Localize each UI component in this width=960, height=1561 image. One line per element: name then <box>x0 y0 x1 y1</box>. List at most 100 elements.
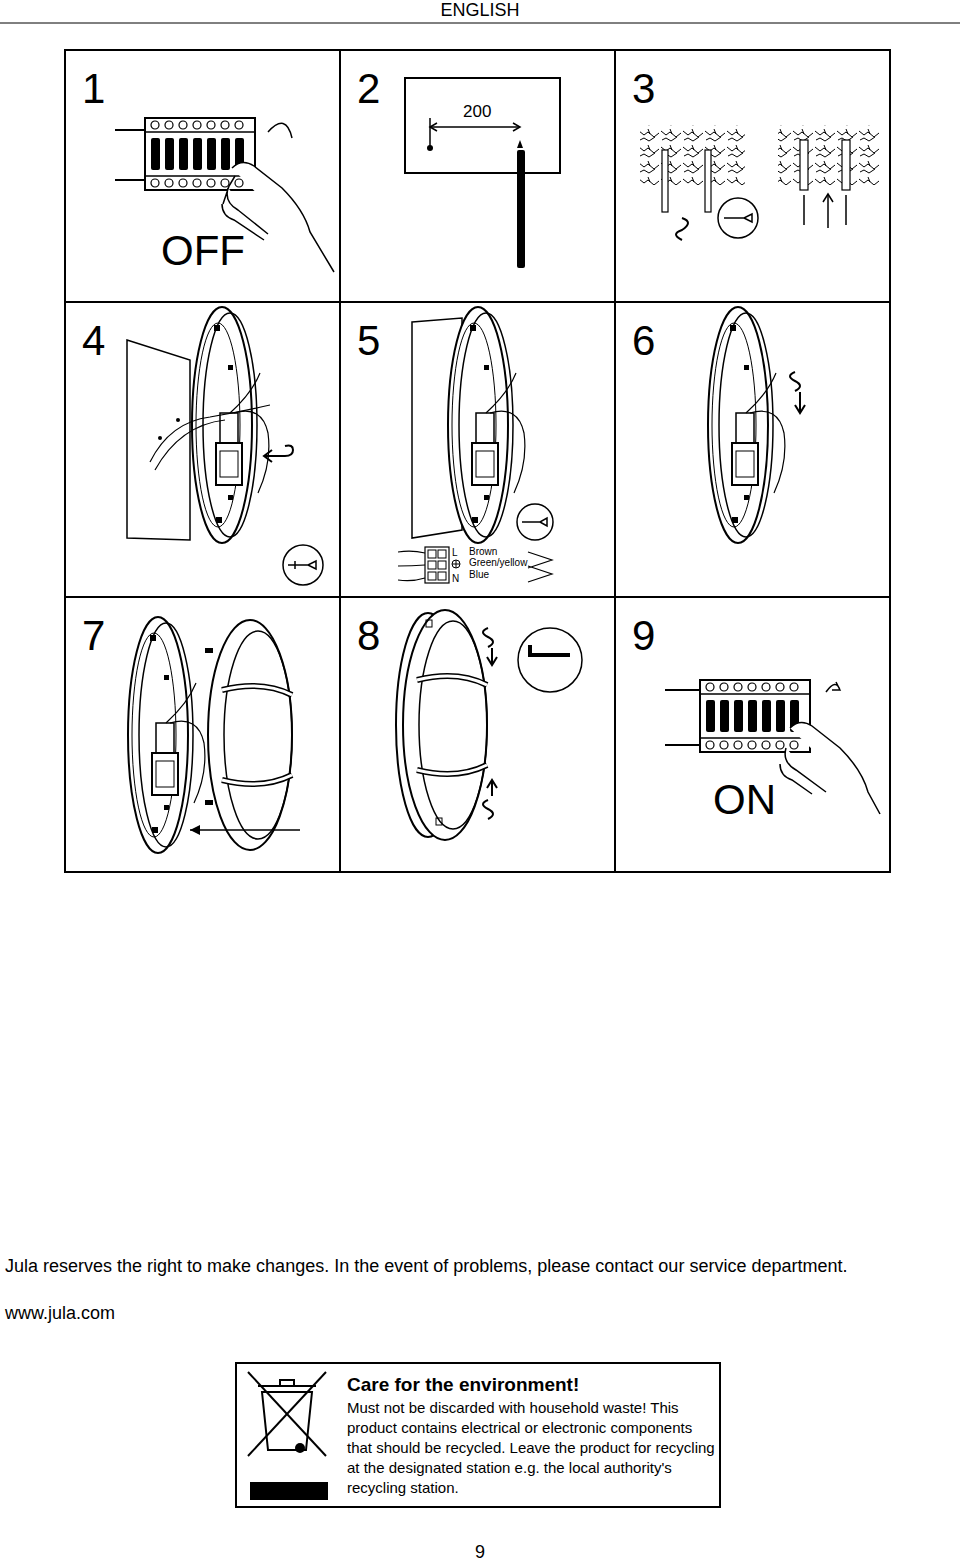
diagram-label: L <box>452 547 458 559</box>
illustration-shape <box>128 617 205 853</box>
illustration-shape <box>662 150 668 212</box>
step-number: 8 <box>357 612 380 660</box>
illustration-shape <box>827 195 829 228</box>
step-panel: 1OFF <box>65 50 340 302</box>
step-number: 7 <box>82 612 105 660</box>
step-panel: 2 200 <box>340 50 615 302</box>
illustration-shape <box>155 420 225 470</box>
illustration-shape <box>268 123 292 138</box>
illustration-shape <box>436 818 442 825</box>
illustration-shape <box>419 621 487 829</box>
diagram-label: OFF <box>161 227 245 275</box>
illustration-shape <box>522 518 547 526</box>
illustration-shape <box>283 545 323 585</box>
illustration-shape <box>665 689 700 691</box>
diagram-label: Brown <box>469 546 497 558</box>
illustration-shape <box>430 123 520 131</box>
illustration-shape <box>417 676 487 774</box>
illustration-shape <box>842 140 850 190</box>
illustration-shape <box>428 572 436 580</box>
illustration-shape <box>115 179 145 181</box>
illustration-shape <box>190 829 300 831</box>
illustration-shape <box>427 145 433 151</box>
illustration-shape <box>640 125 745 185</box>
illustration-shape <box>705 150 711 212</box>
illustration-shape <box>528 552 552 582</box>
illustration-shape <box>65 50 890 872</box>
illustration-shape <box>250 1482 328 1500</box>
illustration-shape <box>803 195 805 225</box>
step-number: 5 <box>357 317 380 365</box>
step-panel: 8 <box>340 597 615 872</box>
step-number: 9 <box>632 612 655 660</box>
illustration-shape <box>676 218 688 240</box>
illustration-shape <box>288 561 316 569</box>
illustration-shape <box>248 1372 326 1456</box>
step-number: 6 <box>632 317 655 365</box>
illustration-shape <box>823 194 833 202</box>
illustration-shape <box>224 631 292 839</box>
illustration-shape <box>429 118 431 148</box>
illustration-shape <box>158 436 162 440</box>
illustration-shape <box>248 1372 326 1456</box>
step-number: 2 <box>357 65 380 113</box>
illustration-shape <box>826 682 840 692</box>
illustration-shape <box>700 680 810 752</box>
step-panel: 7 <box>65 597 340 872</box>
illustration-shape <box>176 418 180 422</box>
illustration-shape <box>790 372 805 413</box>
page-header: ENGLISH <box>0 0 960 21</box>
step-number: 3 <box>632 65 655 113</box>
step-panel: 9ON <box>615 597 890 872</box>
illustration-shape <box>724 214 752 222</box>
illustration-shape <box>428 561 436 569</box>
illustration-shape <box>428 550 436 558</box>
illustration-shape <box>438 550 446 558</box>
illustration-shape <box>517 140 523 148</box>
illustration-shape <box>403 610 487 840</box>
illustration-shape <box>205 648 213 653</box>
illustration-shape <box>530 645 570 655</box>
illustration-shape <box>405 78 560 173</box>
website: www.jula.com <box>5 1303 115 1324</box>
diagram-label: Blue <box>469 569 489 581</box>
diagram-label: N <box>452 573 459 585</box>
illustration-shape <box>417 676 487 774</box>
illustration-shape <box>0 23 960 24</box>
diagram-label: Green/yellow <box>469 557 527 569</box>
illustration-shape <box>518 628 582 692</box>
illustration-shape <box>430 126 520 128</box>
illustration-shape <box>426 620 432 627</box>
illustration-shape <box>800 140 808 190</box>
illustration-shape <box>718 198 758 238</box>
illustration-shape <box>517 504 553 540</box>
illustration-shape <box>190 825 200 835</box>
illustration-shape <box>222 686 292 784</box>
illustration-shape <box>483 628 497 665</box>
illustration-shape <box>778 125 880 185</box>
notice-box: Care for the environment!Must not be dis… <box>235 1362 721 1508</box>
illustration-shape <box>452 560 460 568</box>
step-number: 4 <box>82 317 105 365</box>
step-panel: 4 <box>65 302 340 597</box>
diagram-label: 200 <box>463 102 491 122</box>
illustration-shape <box>483 780 497 819</box>
illustration-shape <box>845 195 847 225</box>
illustration-shape <box>205 800 213 805</box>
illustration-shape <box>222 686 292 784</box>
illustration-shape <box>425 547 449 583</box>
notice-heading: Care for the environment! <box>347 1374 579 1396</box>
step-panel: 5L BrownGreen/yellowN Blue <box>340 302 615 597</box>
illustration-shape <box>145 118 255 190</box>
illustration-shape <box>665 744 700 746</box>
illustration-shape <box>208 620 292 850</box>
illustration-shape <box>295 1443 305 1453</box>
illustration-shape <box>264 446 293 463</box>
illustration-shape <box>115 129 145 131</box>
illustration-shape <box>438 561 446 569</box>
illustration-shape <box>456 560 457 568</box>
illustration-shape <box>262 1392 312 1450</box>
